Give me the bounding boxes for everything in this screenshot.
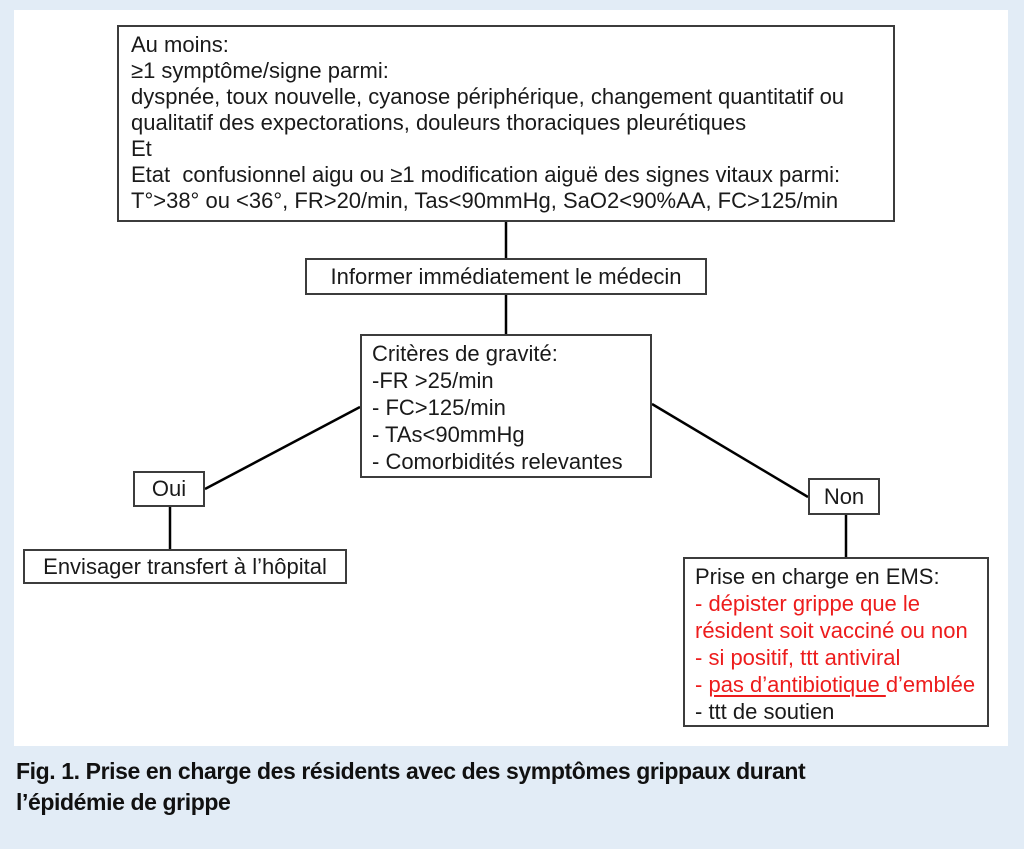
oui-label: Oui — [151, 476, 187, 501]
hospital-transfer-label: Envisager transfert à l’hôpital — [43, 553, 327, 579]
gravity-line: - TAs<90mmHg — [372, 422, 525, 447]
ems-red-line: - dépister grippe que le — [695, 591, 921, 616]
non-node: Non — [808, 478, 880, 515]
ems-last-line: - ttt de soutien — [695, 699, 835, 724]
criteria-line: ≥1 symptôme/signe parmi: — [131, 58, 389, 83]
criteria-node: Au moins: ≥1 symptôme/signe parmi: dyspn… — [117, 25, 895, 222]
ems-red-line: résident soit vacciné ou non — [695, 618, 968, 643]
informer-label: Informer immédiatement le médecin — [330, 263, 682, 289]
criteria-line: qualitatif des expectorations, douleurs … — [131, 110, 747, 135]
oui-node: Oui — [133, 471, 205, 507]
ems-title: Prise en charge en EMS: — [695, 564, 940, 589]
hospital-transfer-node: Envisager transfert à l’hôpital — [23, 549, 347, 584]
gravity-criteria-node: Critères de gravité: -FR >25/min - FC>12… — [360, 334, 652, 478]
criteria-line: Au moins: — [131, 32, 229, 57]
criteria-line: Et — [131, 136, 152, 161]
gravity-line: - Comorbidités relevantes — [372, 449, 623, 474]
ems-antibiotic-rest: d’emblée — [885, 672, 976, 697]
ems-antibiotic-underlined: pas d’antibiotique — [708, 672, 886, 697]
informer-node: Informer immédiatement le médecin — [305, 258, 707, 295]
ems-red-line: - si positif, ttt antiviral — [695, 645, 901, 670]
ems-antibiotic-line: - pas d’antibiotique d’emblée — [695, 671, 977, 698]
ems-care-node: Prise en charge en EMS: - dépister gripp… — [683, 557, 989, 727]
non-label: Non — [823, 483, 865, 509]
criteria-line: T°>38° ou <36°, FR>20/min, Tas<90mmHg, S… — [131, 188, 839, 213]
criteria-line: Etat confusionnel aigu ou ≥1 modificatio… — [131, 162, 841, 187]
ems-antibiotic-prefix: - — [695, 672, 709, 697]
gravity-line: -FR >25/min — [372, 368, 494, 393]
criteria-line: dyspnée, toux nouvelle, cyanose périphér… — [131, 84, 845, 109]
figure-caption: Fig. 1. Prise en charge des résidents av… — [16, 758, 806, 815]
gravity-line: - FC>125/min — [372, 395, 506, 420]
gravity-line: Critères de gravité: — [372, 341, 558, 366]
